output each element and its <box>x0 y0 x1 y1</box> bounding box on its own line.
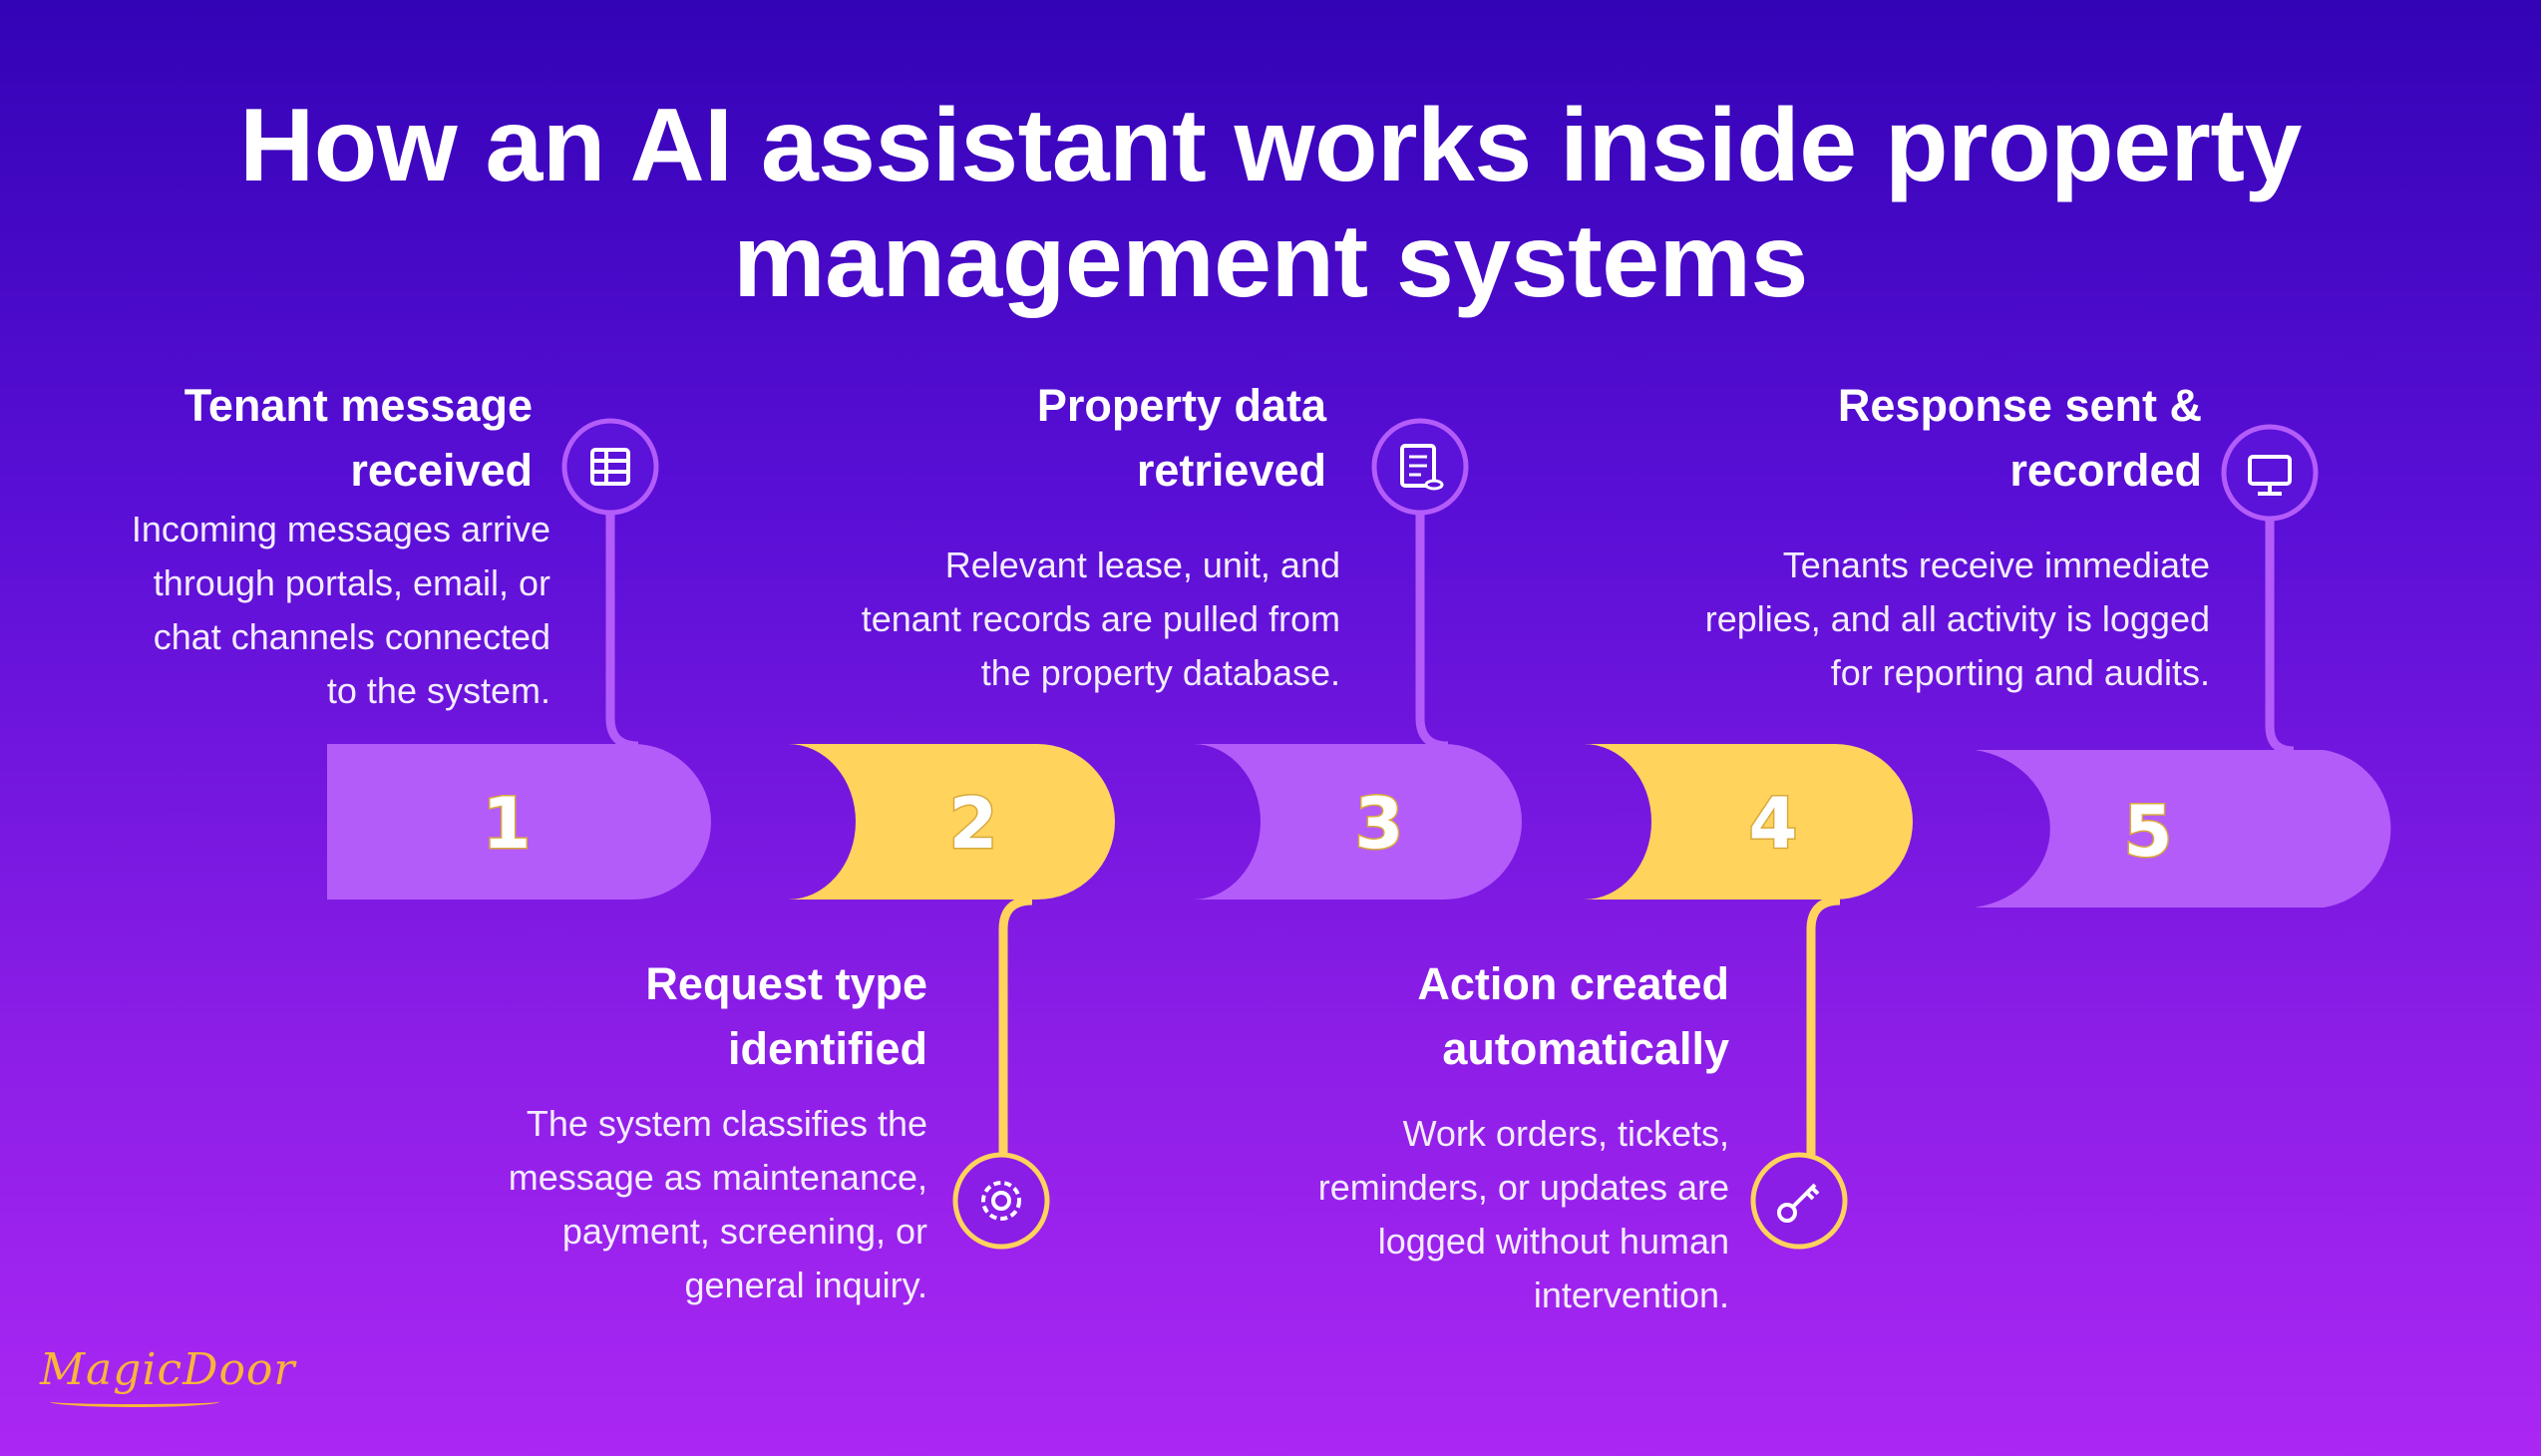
step-3-title: Property data retrieved <box>1036 380 1326 496</box>
page-title: How an AI assistant works inside propert… <box>0 88 2541 319</box>
step-3-connector <box>1415 514 1449 751</box>
document-list-icon <box>561 418 659 516</box>
step-3-number: 3 <box>1355 783 1404 865</box>
step-2-number: 2 <box>949 783 998 865</box>
step-4-connector <box>1806 896 1841 1155</box>
step-1-shape <box>327 744 711 900</box>
step-5-connector <box>2265 519 2295 756</box>
magicdoor-logo: MagicDoor <box>40 1344 294 1414</box>
step-1-description: Incoming messages arrive through portals… <box>131 509 550 711</box>
logo-swash <box>50 1396 219 1407</box>
step-5-number: 5 <box>2124 791 2173 873</box>
step-4-title: Action created automatically <box>1417 958 1729 1074</box>
title-line-2: management systems <box>733 203 1808 319</box>
step-5-description: Tenants receive immediate replies, and a… <box>1704 545 2210 693</box>
step-2-connector <box>998 896 1033 1155</box>
key-icon <box>1750 1152 1848 1250</box>
step-1-connector <box>605 514 639 751</box>
monitor-icon <box>2221 424 2319 522</box>
step-4-number: 4 <box>1749 783 1798 865</box>
gear-icon <box>952 1152 1050 1250</box>
step-5-shape <box>1975 750 2391 908</box>
database-document-icon <box>1371 418 1469 516</box>
step-1-title: Tenant message received <box>183 380 533 496</box>
step-4-shape <box>1584 744 1913 900</box>
title-line-1: How an AI assistant works inside propert… <box>239 88 2302 203</box>
step-2-shape <box>788 744 1115 900</box>
logo-text: MagicDoor <box>40 1344 296 1395</box>
step-5-title: Response sent & recorded <box>1837 380 2202 496</box>
step-2-title: Request type identified <box>645 958 927 1074</box>
step-1-number: 1 <box>483 783 532 865</box>
step-4-description: Work orders, tickets, reminders, or upda… <box>1317 1113 1729 1315</box>
step-3-description: Relevant lease, unit, and tenant records… <box>861 545 1340 693</box>
step-2-description: The system classifies the message as mai… <box>508 1103 927 1305</box>
step-3-shape <box>1193 744 1522 900</box>
